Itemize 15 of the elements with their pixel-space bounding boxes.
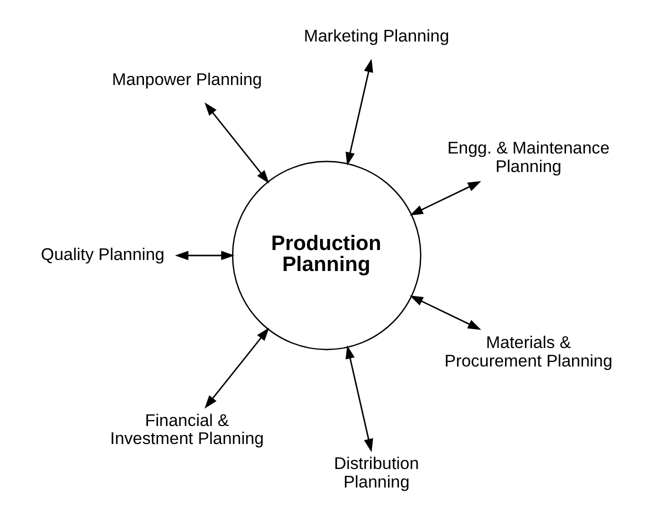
node-text: Materials & Procurement Planning — [444, 332, 612, 370]
arrow — [345, 345, 373, 452]
arrow — [345, 58, 373, 166]
node-text: Marketing Planning — [303, 26, 449, 46]
node-circle: Production Planning — [231, 160, 421, 350]
arrow — [409, 181, 481, 216]
node-text: Distribution Planning — [334, 454, 418, 492]
node-text: Quality Planning — [40, 244, 164, 264]
arrow — [204, 102, 269, 184]
arrow — [174, 250, 234, 260]
arrow — [204, 328, 269, 409]
node-text: Financial & Investment Planning — [110, 410, 264, 448]
node-text: Manpower Planning — [112, 70, 262, 89]
node-text: Engg. & Maintenance Planning — [446, 138, 610, 176]
arrow — [409, 296, 481, 330]
